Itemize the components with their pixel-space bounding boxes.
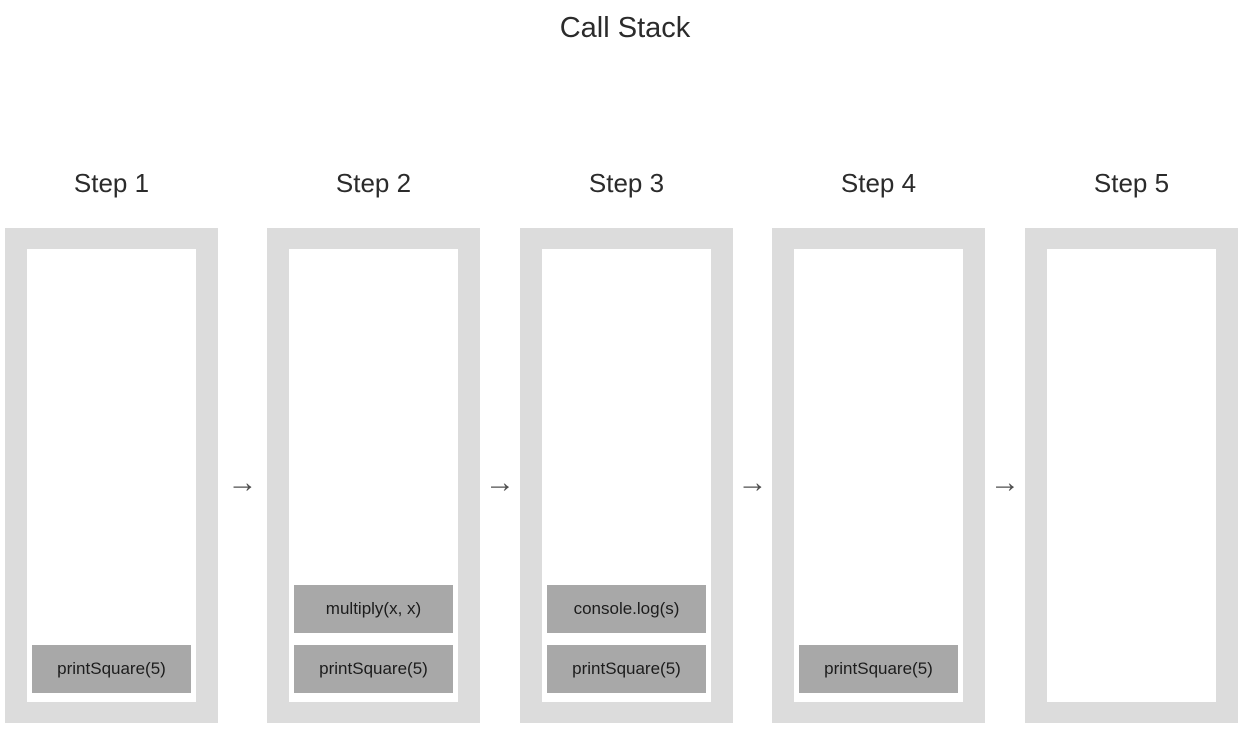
stack-frame: printSquare(5) [294,645,453,693]
step-1-stack-container: printSquare(5) [5,228,218,723]
step-2-stack-container: multiply(x, x) printSquare(5) [267,228,480,723]
step-2-stack-area: multiply(x, x) printSquare(5) [289,249,458,702]
step-3-stack-container: console.log(s) printSquare(5) [520,228,733,723]
diagram-title: Call Stack [559,12,691,44]
arrow-right-icon: → [485,466,515,499]
arrow-right-icon: → [990,466,1020,499]
step-5-stack-container [1025,228,1238,723]
arrow-right-icon: → [227,466,258,499]
step-5-stack-area [1047,249,1216,702]
step-3-label: Step 3 [588,168,665,198]
stack-frame: printSquare(5) [547,645,706,693]
stack-frame: multiply(x, x) [294,585,453,633]
step-4-stack-container: printSquare(5) [772,228,985,723]
step-3-stack-area: console.log(s) printSquare(5) [542,249,711,702]
step-2-label: Step 2 [335,168,412,198]
stack-frame: printSquare(5) [32,645,191,693]
step-4-stack-area: printSquare(5) [794,249,963,702]
stack-frame: printSquare(5) [799,645,958,693]
step-4-label: Step 4 [840,168,917,198]
step-5-label: Step 5 [1093,168,1170,198]
stack-frame: console.log(s) [547,585,706,633]
step-1-stack-area: printSquare(5) [27,249,196,702]
step-1-label: Step 1 [73,168,150,198]
arrow-right-icon: → [737,466,768,499]
